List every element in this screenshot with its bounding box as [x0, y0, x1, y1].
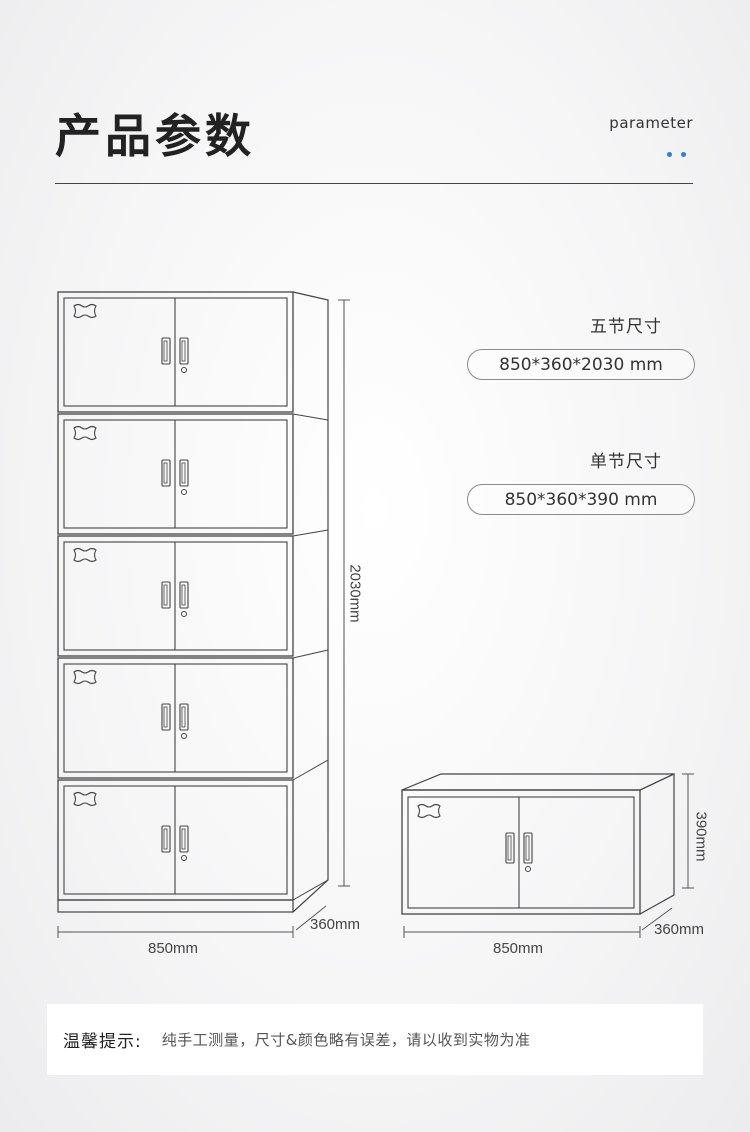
header-divider	[55, 183, 693, 184]
single-section-cabinet	[401, 773, 675, 915]
five-section-cabinet	[57, 291, 329, 913]
single-depth-label: 360mm	[654, 921, 705, 938]
decorative-dots	[667, 152, 686, 157]
tall-width-label: 850mm	[148, 940, 199, 957]
cabinet-drawing	[57, 291, 694, 938]
spec-value-five-section: 850*360*2030 mm	[467, 349, 695, 380]
tip-text: 纯手工测量，尺寸&颜色略有误差，请以收到实物为准	[161, 1031, 531, 1049]
tall-height-label: 2030mm	[346, 564, 364, 623]
page-title: 产品参数	[55, 109, 255, 163]
spec-label-single-section: 单节尺寸	[590, 452, 662, 472]
page-subtitle: parameter	[609, 114, 693, 132]
tip-label: 温馨提示:	[63, 1032, 142, 1052]
spec-value-single-section: 850*360*390 mm	[467, 484, 695, 515]
single-height-label: 390mm	[692, 811, 710, 862]
single-width-label: 850mm	[493, 940, 544, 957]
spec-label-five-section: 五节尺寸	[590, 317, 662, 337]
tall-depth-label: 360mm	[310, 916, 361, 933]
tip-banner: 温馨提示: 纯手工测量，尺寸&颜色略有误差，请以收到实物为准	[47, 1004, 703, 1075]
